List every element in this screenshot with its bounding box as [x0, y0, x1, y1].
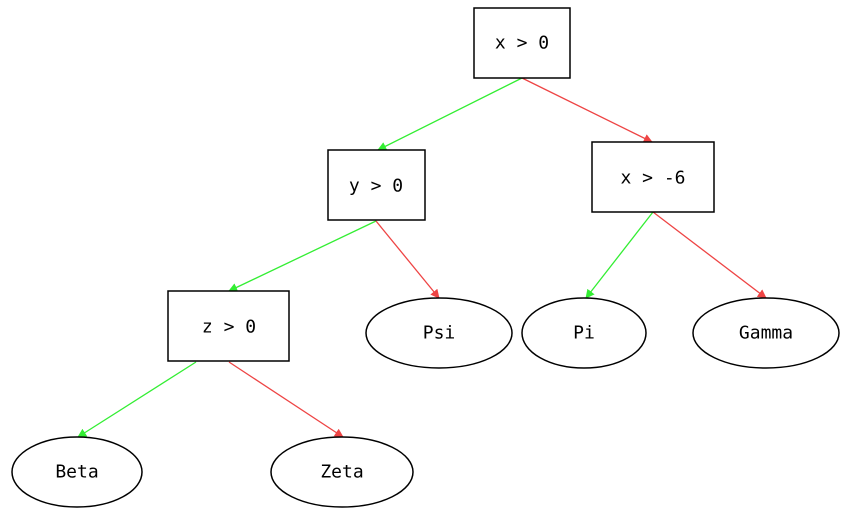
leaf-label: Gamma: [739, 323, 793, 344]
edge-y-gt-0-to-psi: [375, 220, 440, 299]
edge-x-gt-neg6-to-gamma: [652, 211, 767, 299]
leaf-zeta: Zeta: [270, 436, 414, 508]
leaf-pi: Pi: [521, 297, 647, 369]
node-label: y > 0: [349, 176, 403, 197]
leaf-beta: Beta: [11, 436, 143, 508]
node-box: [327, 149, 426, 221]
node-label: z > 0: [202, 317, 256, 338]
node-label: x > 0: [495, 33, 549, 54]
edge-x-gt-0-to-y-gt-0: [377, 77, 523, 151]
leaf-ellipse: [11, 436, 143, 508]
node-x-gt-0: x > 0: [473, 7, 571, 79]
leaf-ellipse: [692, 297, 840, 369]
node-box: [167, 290, 290, 362]
node-box: [591, 141, 715, 213]
edge-z-gt-0-to-beta: [77, 361, 197, 438]
edge-z-gt-0-to-zeta: [228, 361, 344, 438]
edge-x-gt-neg6-to-pi: [585, 211, 654, 299]
leaf-ellipse: [365, 297, 513, 369]
leaf-label: Zeta: [320, 462, 363, 483]
edge-y-gt-0-to-z-gt-0: [228, 220, 377, 292]
node-y-gt-0: y > 0: [327, 149, 426, 221]
edges: [77, 77, 767, 438]
node-x-gt-neg6: x > -6: [591, 141, 715, 213]
edge-x-gt-0-to-x-gt-neg6: [521, 77, 653, 143]
leaf-ellipse: [521, 297, 647, 369]
leaf-psi: Psi: [365, 297, 513, 369]
node-box: [473, 7, 571, 79]
leaf-label: Beta: [55, 462, 98, 483]
leaf-label: Psi: [423, 323, 456, 344]
leaf-ellipse: [270, 436, 414, 508]
leaf-gamma: Gamma: [692, 297, 840, 369]
leaf-label: Pi: [573, 323, 595, 344]
node-z-gt-0: z > 0: [167, 290, 290, 362]
node-label: x > -6: [620, 168, 685, 189]
